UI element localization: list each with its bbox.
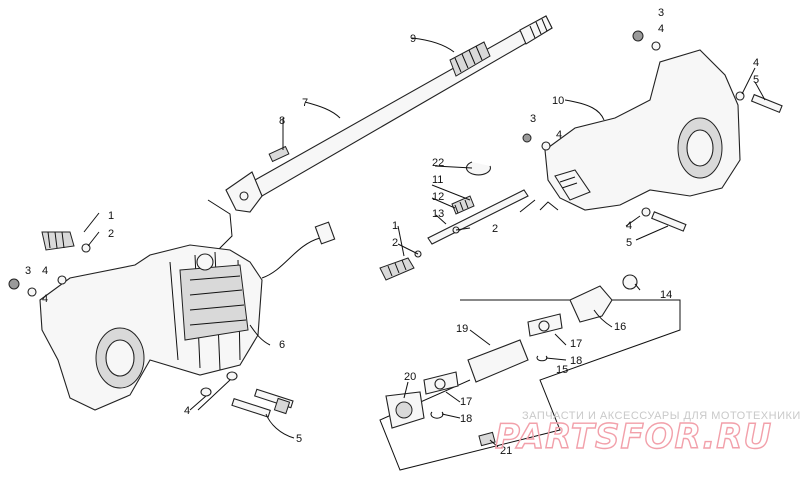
callout-9: 9	[410, 33, 416, 45]
callout-17-lower: 17	[460, 396, 472, 408]
callout-4-bottom: 4	[184, 405, 190, 417]
callout-16: 16	[614, 321, 626, 333]
callout-13: 13	[432, 208, 444, 220]
callout-5-bottom: 5	[296, 433, 302, 445]
callout-20: 20	[404, 371, 416, 383]
callout-4-mid: 4	[556, 129, 562, 141]
callout-6: 6	[279, 339, 285, 351]
leader-lines	[83, 37, 766, 448]
callout-labels: 1 2 3 4 4 6 7 8 9 10 4 5 3 4 4 5 3 4 4 5…	[25, 7, 759, 457]
callout-2-right: 2	[492, 223, 498, 235]
callout-3-left: 3	[25, 265, 31, 277]
callout-1-left: 1	[108, 210, 114, 222]
callout-2-left: 2	[108, 228, 114, 240]
callout-4-top: 4	[658, 23, 664, 35]
callout-12: 12	[432, 191, 444, 203]
callout-2-center: 2	[392, 237, 398, 249]
callout-19: 19	[456, 323, 468, 335]
callout-14: 14	[660, 289, 672, 301]
callout-4-lower-right: 4	[626, 220, 632, 232]
watermark-tagline: ЗАПЧАСТИ И АКСЕССУАРЫ ДЛЯ МОТОТЕХНИКИ	[522, 410, 800, 422]
prop-shaft-kit	[379, 274, 681, 471]
callout-17-upper: 17	[570, 338, 582, 350]
callout-15: 15	[556, 364, 568, 376]
callout-3-mid: 3	[530, 113, 536, 125]
callout-4-left-mid: 4	[42, 293, 48, 305]
small-parts	[379, 161, 529, 281]
rear-housing	[519, 30, 783, 232]
callout-8: 8	[279, 115, 285, 127]
callout-18-upper: 18	[570, 355, 582, 367]
callout-5-lower-right: 5	[626, 237, 632, 249]
callout-18-lower: 18	[460, 413, 472, 425]
callout-22: 22	[432, 157, 444, 169]
watermark: ЗАПЧАСТИ И АКСЕССУАРЫ ДЛЯ МОТОТЕХНИКИ PA…	[494, 410, 800, 458]
callout-7: 7	[302, 97, 308, 109]
callout-11: 11	[432, 174, 443, 186]
drive-shaft	[207, 15, 553, 251]
callout-3-top: 3	[658, 7, 664, 19]
callout-5-right: 5	[753, 74, 759, 86]
callout-4-right: 4	[753, 57, 759, 69]
watermark-logo: PARTSFOR.RU	[495, 417, 772, 457]
callout-1-right: 1	[392, 220, 398, 232]
callout-21: 21	[500, 445, 512, 457]
callout-4-left-top: 4	[42, 265, 48, 277]
callout-10: 10	[552, 95, 564, 107]
front-gearcase	[8, 221, 336, 418]
